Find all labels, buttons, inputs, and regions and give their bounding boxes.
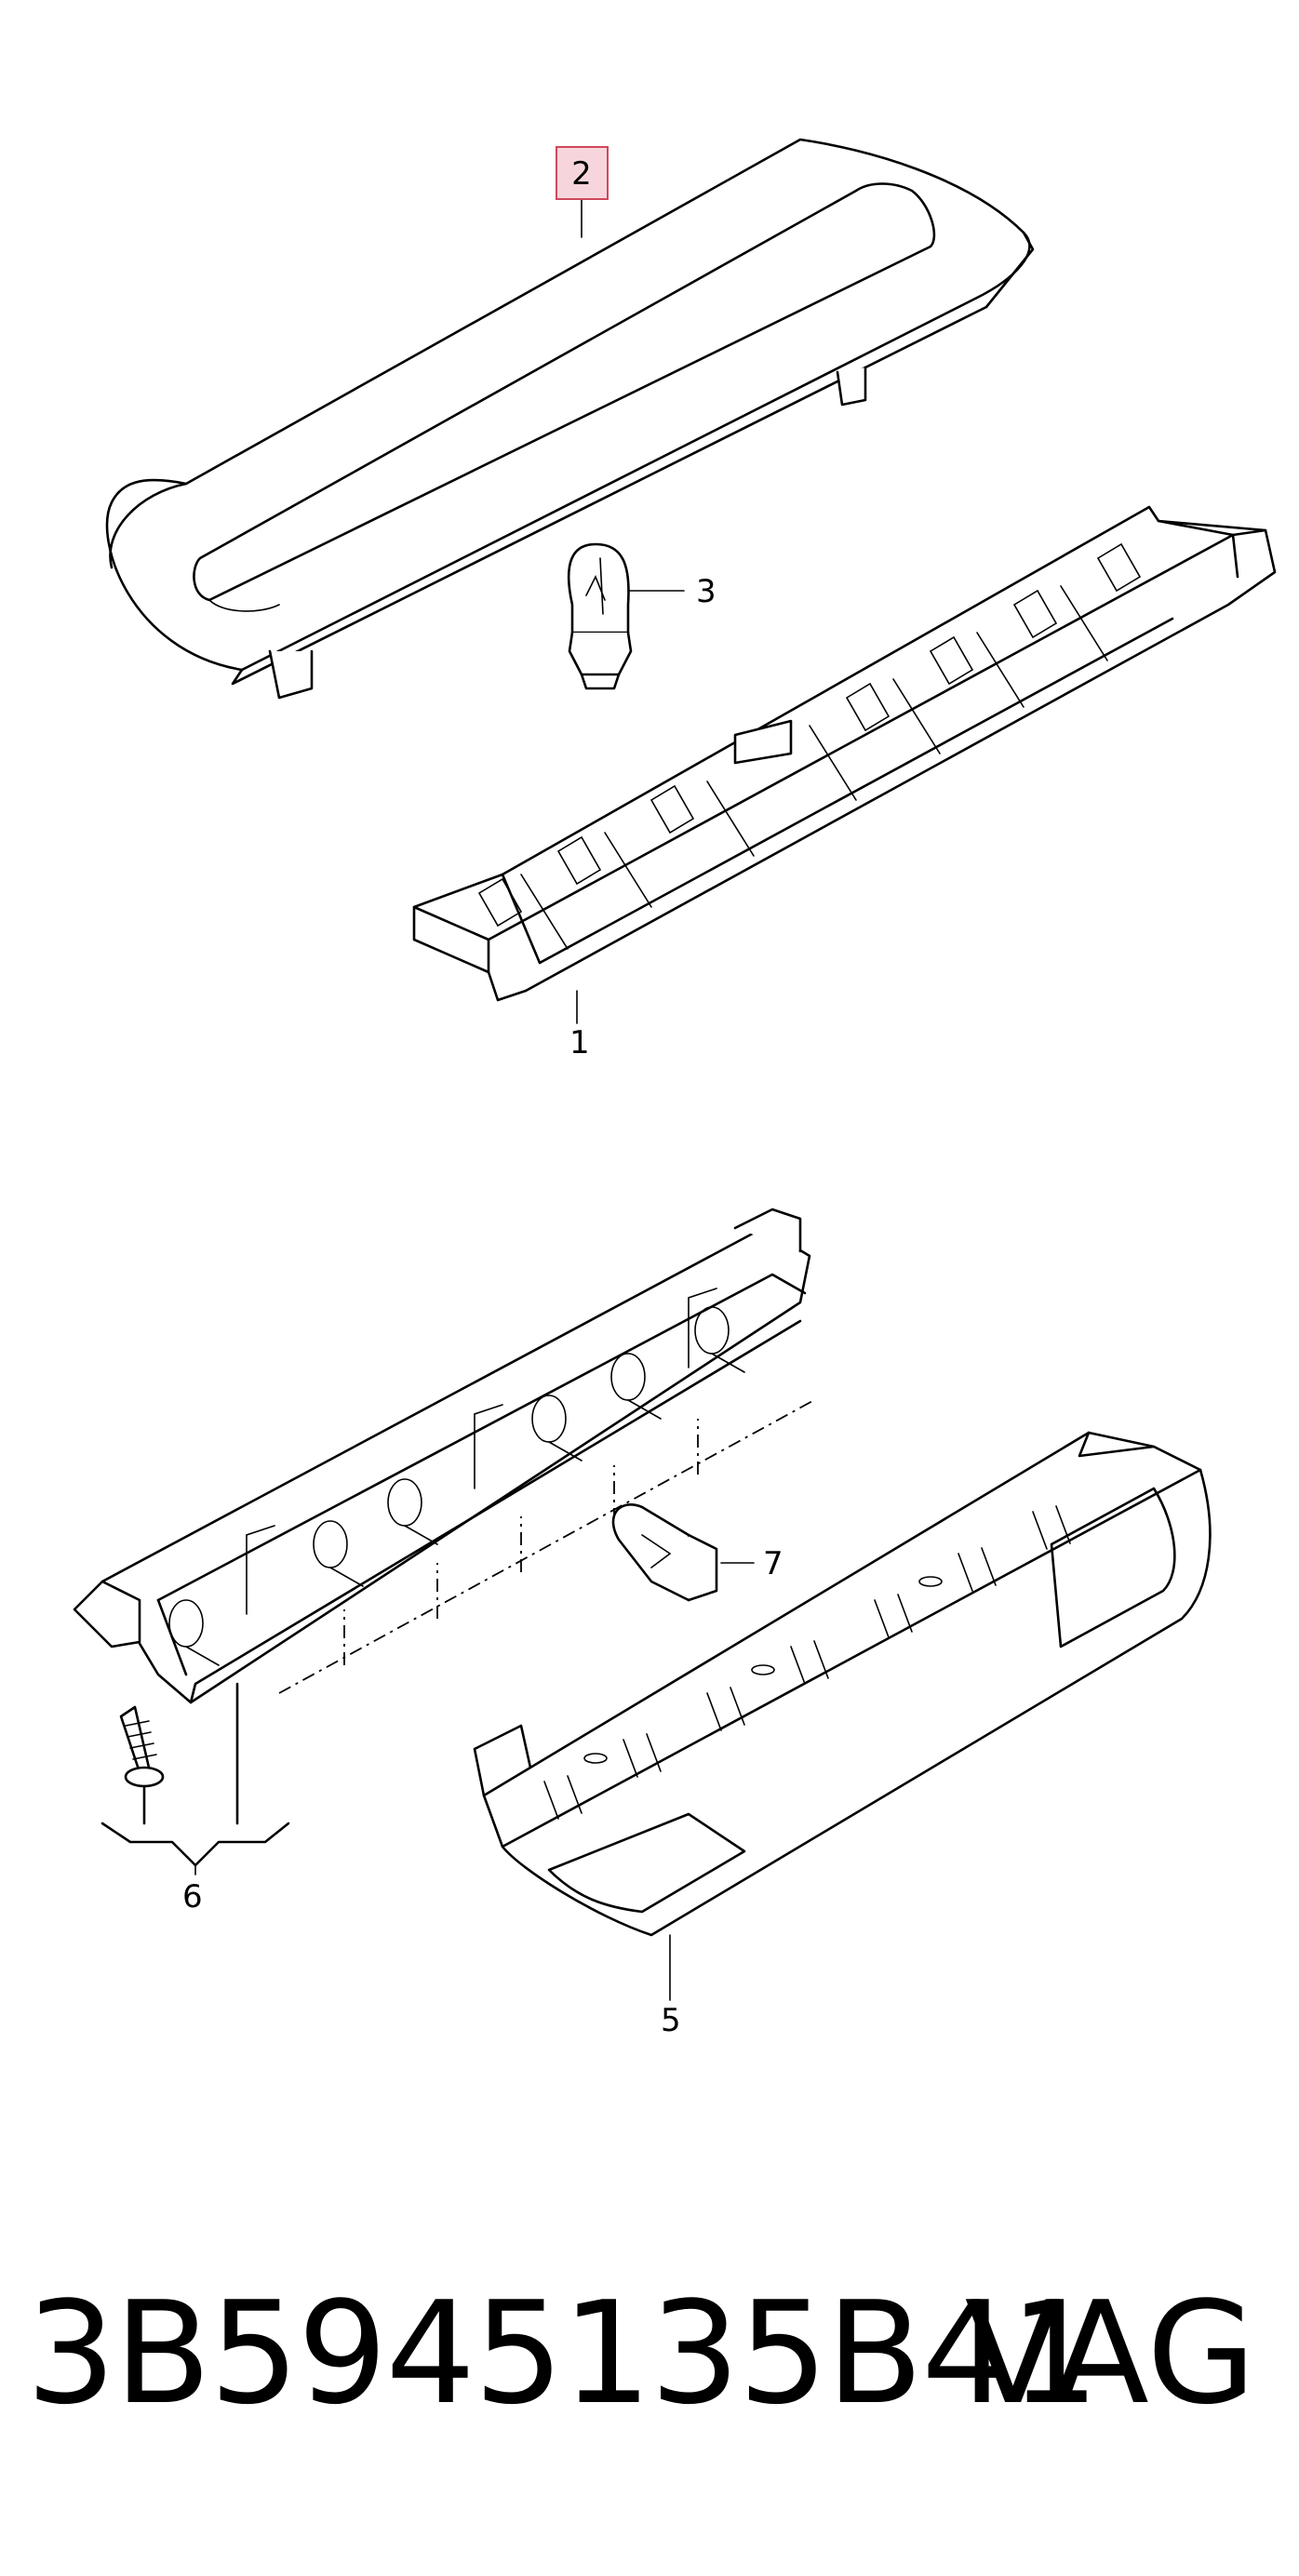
leader-lines [194, 194, 755, 2001]
footer: 3B5945135B41 VAG [0, 2261, 1299, 2447]
callout-label-5: 5 [661, 2002, 681, 2039]
brand-name: VAG [964, 2271, 1256, 2436]
bulb-holder-part-6 [73, 1208, 815, 1867]
callout-label-1: 1 [569, 1024, 590, 1061]
reflector-tray-part-1 [412, 505, 1277, 1002]
callout-label-7: 7 [763, 1545, 783, 1582]
callout-2: 2 [556, 146, 609, 200]
callout-label-6: 6 [182, 1878, 203, 1915]
lens-housing-part-5 [473, 1431, 1212, 1937]
callout-label-2: 2 [571, 155, 592, 193]
lamp-cover-part-2 [105, 138, 1035, 700]
callout-label-3: 3 [696, 573, 716, 610]
bulb-part-7 [611, 1503, 718, 1602]
screw-part-6 [119, 1705, 165, 1825]
bulb-part-3 [567, 542, 633, 690]
part-number: 3B5945135B41 [26, 2271, 1100, 2436]
